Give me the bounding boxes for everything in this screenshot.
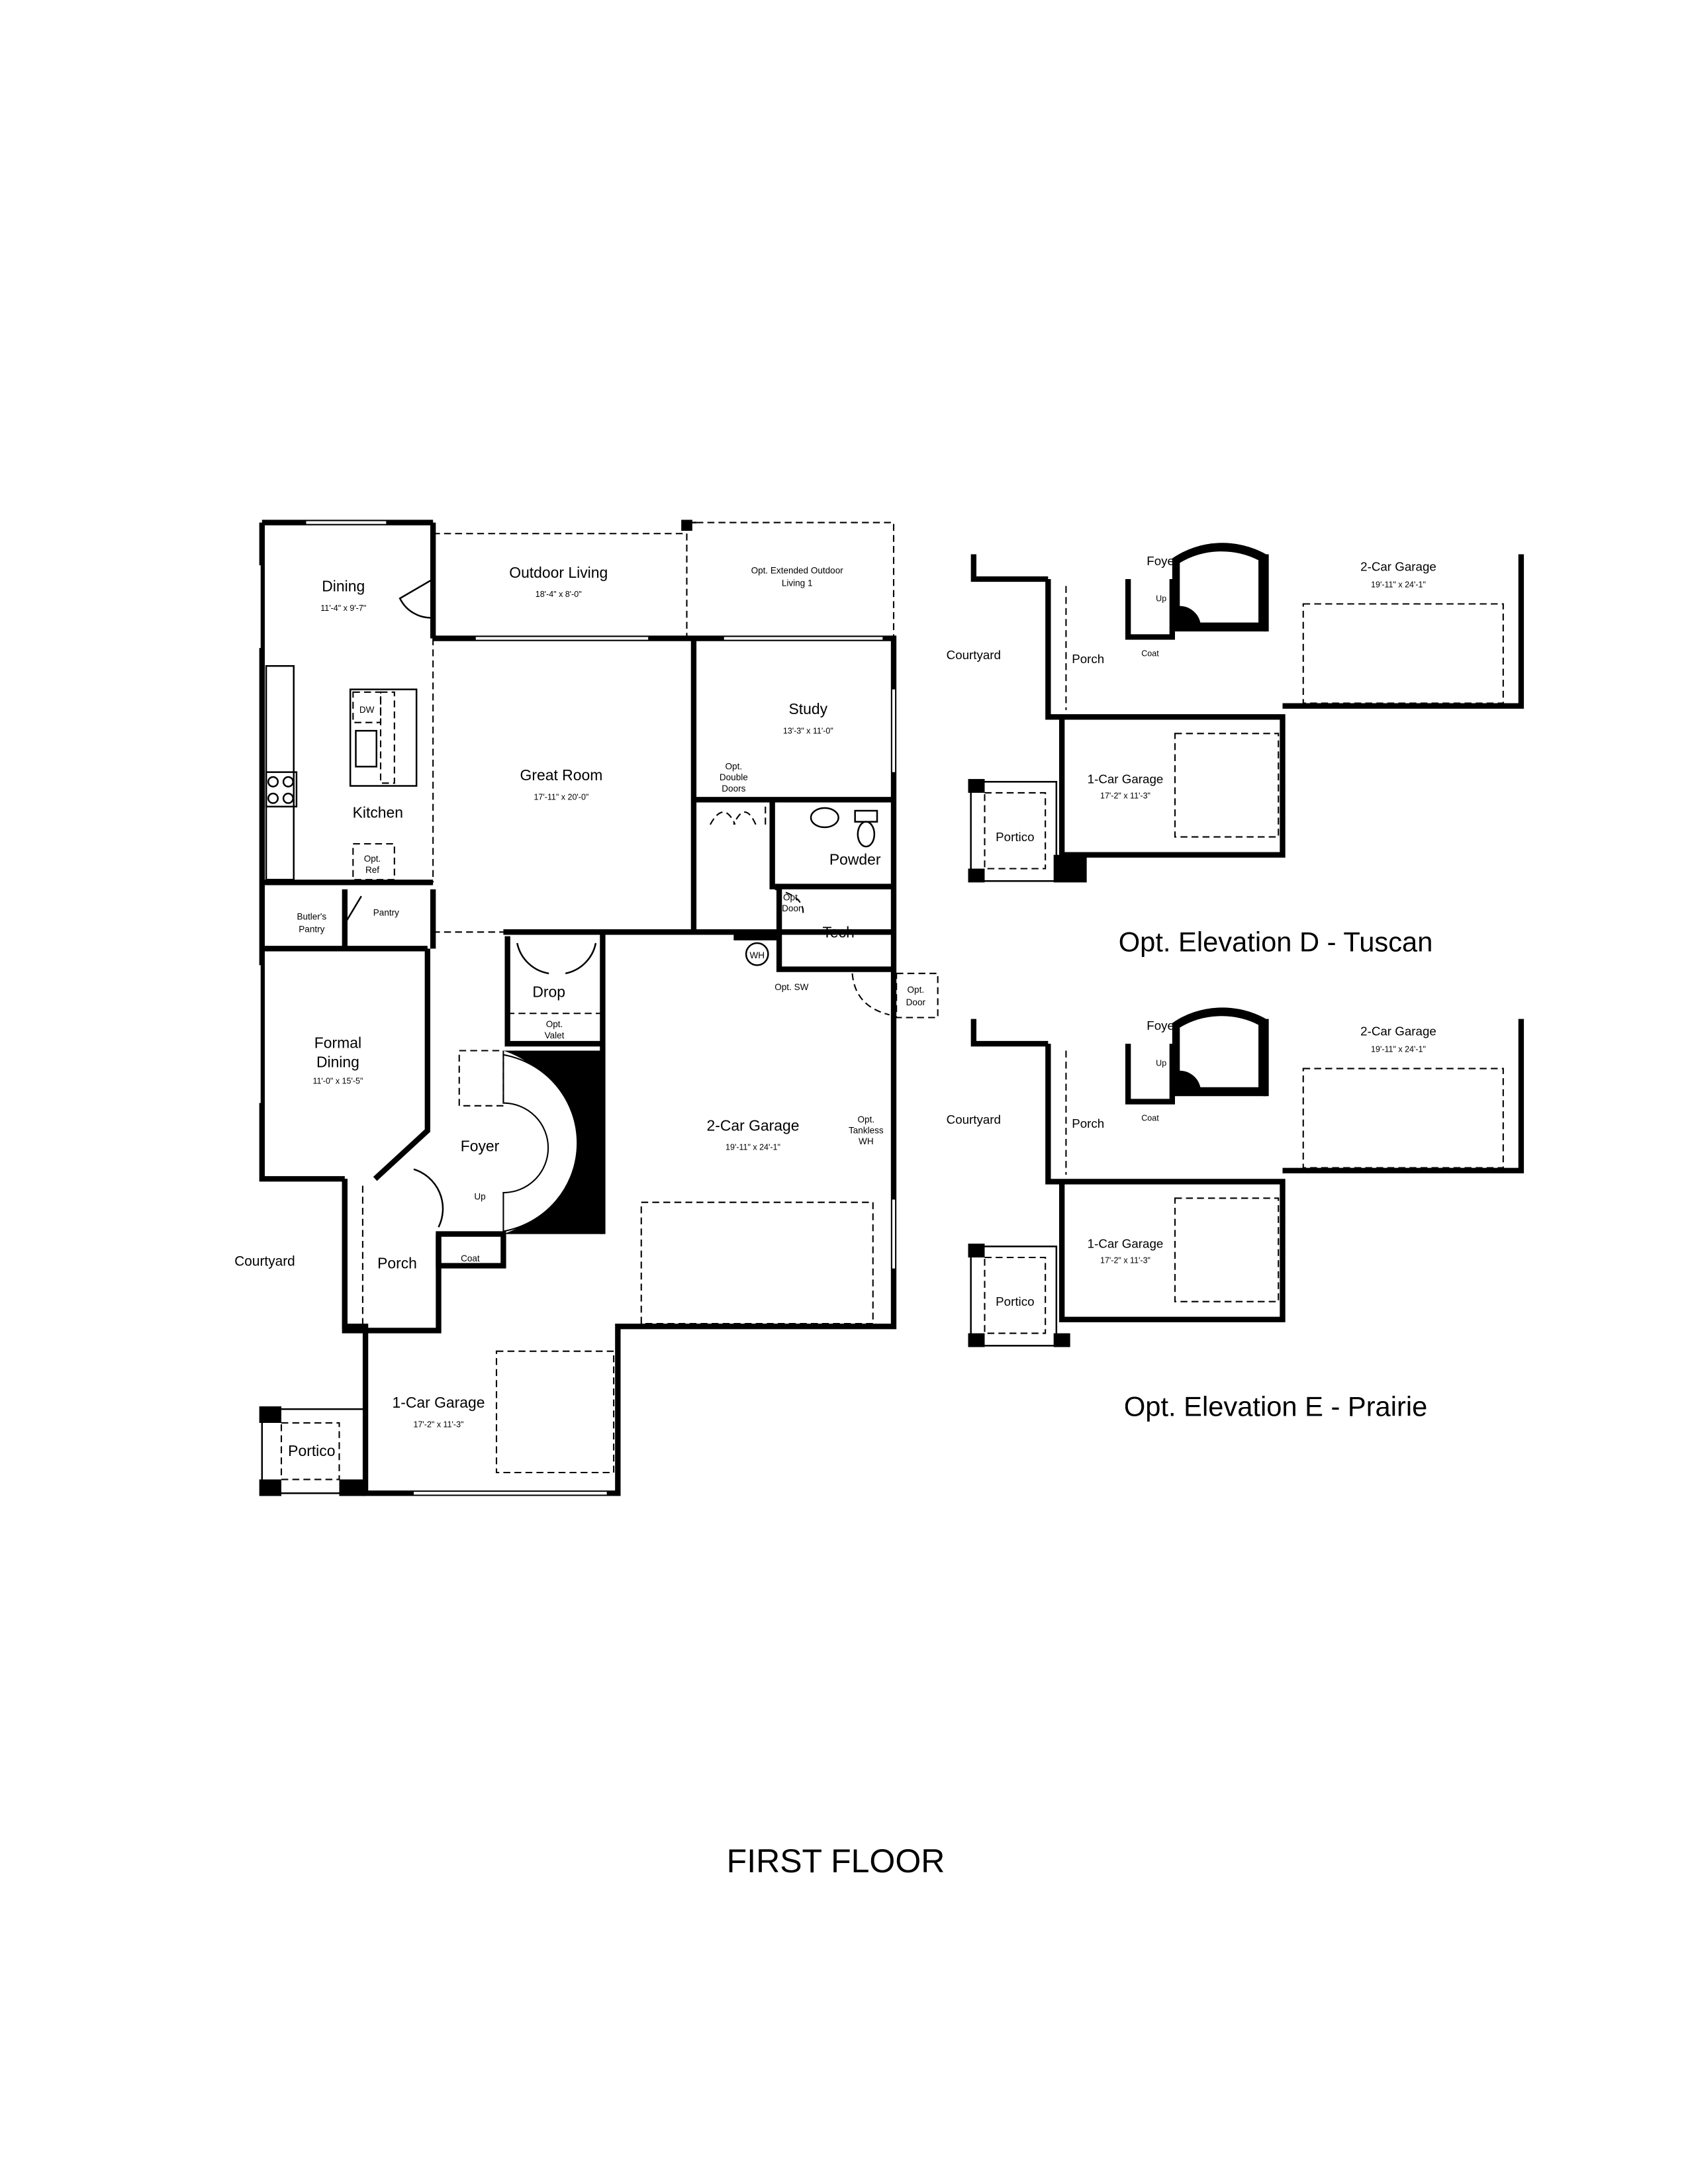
room-label-powder: Powder — [829, 850, 881, 868]
room-label-portico: Portico — [288, 1442, 335, 1459]
elev-e-portico: Portico — [996, 1295, 1034, 1308]
note-opt-tankless-3: WH — [859, 1136, 874, 1146]
room-label-butlers-2: Pantry — [299, 924, 324, 934]
elev-d-portico: Portico — [996, 830, 1034, 844]
note-opt-door-garage-2: Door — [906, 997, 926, 1007]
note-opt-valet-1: Opt. — [546, 1019, 563, 1029]
elev-e-garage1-dim: 17'-2" x 11'-3" — [1100, 1255, 1150, 1265]
note-opt-valet-2: Valet — [545, 1030, 565, 1040]
room-label-garage1: 1-Car Garage — [392, 1394, 485, 1411]
elev-d-garage1-dim: 17'-2" x 11'-3" — [1100, 791, 1150, 800]
note-dw: DW — [359, 705, 375, 715]
note-coat: Coat — [461, 1253, 480, 1263]
room-label-great-room: Great Room — [520, 766, 603, 784]
note-opt-door-tech-1: Opt. — [783, 892, 800, 902]
note-opt-double-doors-3: Doors — [722, 784, 745, 794]
room-dim-garage1: 17'-2" x 11'-3" — [414, 1420, 464, 1429]
note-opt-ref-1: Opt. — [364, 854, 381, 864]
main-floor-plan: Dining 11'-4" x 9'-7" Outdoor Living 18'… — [234, 520, 939, 1496]
note-opt-ref-2: Ref — [365, 865, 379, 875]
elev-d-garage2: 2-Car Garage — [1360, 560, 1436, 574]
room-label-outdoor-living: Outdoor Living — [509, 564, 608, 581]
elev-e-title: Opt. Elevation E - Prairie — [1124, 1391, 1427, 1422]
elev-d-title: Opt. Elevation D - Tuscan — [1119, 927, 1433, 958]
room-label-ext-outdoor-2: Living 1 — [782, 578, 813, 588]
room-label-formal-dining-2: Dining — [316, 1054, 359, 1071]
note-up: Up — [474, 1192, 485, 1202]
elev-d-up: Up — [1156, 594, 1166, 603]
room-label-dining: Dining — [322, 578, 365, 595]
room-label-formal-dining-1: Formal — [314, 1034, 361, 1051]
elev-d-garage2-dim: 19'-11" x 24'-1" — [1371, 580, 1426, 590]
room-dim-garage2: 19'-11" x 24'-1" — [726, 1143, 780, 1152]
elev-e-coat: Coat — [1141, 1114, 1159, 1123]
elev-d-foyer: Foyer — [1147, 554, 1178, 568]
room-dim-dining: 11'-4" x 9'-7" — [320, 604, 366, 613]
elev-e-garage1: 1-Car Garage — [1088, 1236, 1164, 1250]
room-label-porch: Porch — [377, 1255, 417, 1272]
note-opt-door-tech-2: Door — [782, 903, 802, 913]
room-dim-study: 13'-3" x 11'-0" — [783, 726, 833, 735]
note-opt-double-doors-2: Double — [720, 772, 748, 782]
room-dim-great-room: 17'-11" x 20'-0" — [534, 792, 588, 801]
elev-d-coat: Coat — [1141, 649, 1159, 659]
note-opt-tankless-1: Opt. — [858, 1115, 875, 1124]
room-label-kitchen: Kitchen — [353, 803, 403, 821]
room-label-study: Study — [789, 700, 828, 717]
elev-e-garage2-dim: 19'-11" x 24'-1" — [1371, 1045, 1426, 1054]
elev-e-courtyard: Courtyard — [947, 1113, 1001, 1126]
room-label-ext-outdoor-1: Opt. Extended Outdoor — [751, 566, 844, 576]
room-label-foyer: Foyer — [461, 1138, 500, 1155]
room-label-butlers-1: Butler's — [297, 912, 326, 922]
note-opt-door-garage-1: Opt. — [908, 985, 925, 995]
room-dim-formal-dining: 11'-0" x 15'-5" — [312, 1077, 363, 1086]
elevation-e-plan: Foyer 2-Car Garage 19'-11" x 24'-1" Cour… — [947, 1007, 1524, 1422]
note-opt-tankless-2: Tankless — [849, 1126, 884, 1136]
elevation-d-plan: Foyer 2-Car Garage 19'-11" x 24'-1" Cour… — [947, 543, 1524, 958]
note-wh: WH — [749, 950, 765, 960]
elev-d-garage1: 1-Car Garage — [1088, 772, 1164, 786]
elev-e-up: Up — [1156, 1058, 1166, 1068]
room-label-drop: Drop — [532, 983, 565, 1000]
room-label-garage2: 2-Car Garage — [706, 1116, 799, 1134]
room-label-courtyard: Courtyard — [234, 1254, 295, 1269]
sheet-title: FIRST FLOOR — [727, 1843, 945, 1880]
room-label-tech: Tech — [822, 924, 854, 941]
elev-e-foyer: Foyer — [1147, 1019, 1178, 1032]
note-opt-sw: Opt. SW — [774, 982, 808, 992]
room-label-pantry: Pantry — [373, 907, 399, 917]
note-opt-double-doors-1: Opt. — [726, 762, 743, 772]
elev-e-porch: Porch — [1072, 1116, 1104, 1130]
room-dim-outdoor-living: 18'-4" x 8'-0" — [536, 590, 582, 599]
elev-d-courtyard: Courtyard — [947, 648, 1001, 662]
elev-d-porch: Porch — [1072, 652, 1104, 666]
elev-e-garage2: 2-Car Garage — [1360, 1024, 1436, 1038]
